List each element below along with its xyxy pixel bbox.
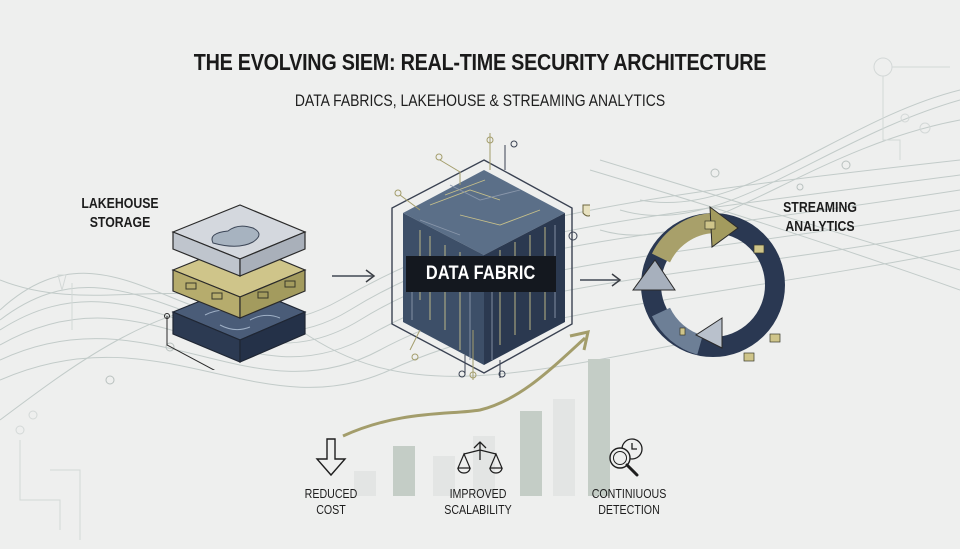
benefit-reduced-cost: REDUCED COST — [282, 486, 380, 518]
magnifier-clock-icon — [609, 438, 643, 477]
streaming-label-line1: STREAMING — [783, 199, 857, 216]
lakehouse-label: LAKEHOUSE STORAGE — [71, 194, 169, 232]
benefit-reduced-cost-line1: REDUCED — [304, 486, 358, 501]
streaming-analytics-label: STREAMING ANALYTICS — [771, 198, 869, 236]
growth-bar-2 — [393, 446, 415, 496]
growth-bar-1 — [354, 471, 376, 496]
streaming-label-line2: ANALYTICS — [785, 218, 855, 235]
data-fabric-label: DATA FABRIC — [406, 256, 556, 292]
arrow-lakehouse-to-fabric — [332, 269, 376, 283]
balance-scale-icon — [457, 441, 503, 474]
page-title: THE EVOLVING SIEM: REAL-TIME SECURITY AR… — [193, 49, 767, 75]
down-arrow-icon — [315, 438, 347, 477]
benefit-improved-scalability-line1: IMPROVED — [449, 486, 507, 501]
growth-bar-7 — [588, 359, 610, 496]
benefit-continuous-detection-line1: CONTINIUOUS — [591, 486, 667, 501]
benefit-improved-scalability-line2: SCALABILITY — [444, 502, 512, 517]
benefit-continuous-detection-line2: DETECTION — [598, 502, 660, 517]
benefit-reduced-cost-line2: COST — [316, 502, 346, 517]
layered-storage-icon — [164, 204, 307, 370]
growth-trend-arrow — [342, 330, 590, 438]
lakehouse-label-line1: LAKEHOUSE — [81, 195, 159, 212]
growth-bar-5 — [520, 411, 542, 496]
arrow-fabric-to-streaming — [580, 273, 622, 287]
page-subtitle: DATA FABRICS, LAKEHOUSE & STREAMING ANAL… — [294, 91, 666, 110]
lakehouse-label-line2: STORAGE — [89, 214, 151, 231]
benefit-continuous-detection: CONTINIUOUS DETECTION — [580, 486, 678, 518]
growth-bar-6 — [553, 399, 575, 496]
cycle-arrows-icon — [632, 205, 785, 362]
growth-bar-3 — [433, 456, 455, 496]
benefit-improved-scalability: IMPROVED SCALABILITY — [429, 486, 527, 518]
data-fabric-label-text: DATA FABRIC — [426, 263, 536, 284]
